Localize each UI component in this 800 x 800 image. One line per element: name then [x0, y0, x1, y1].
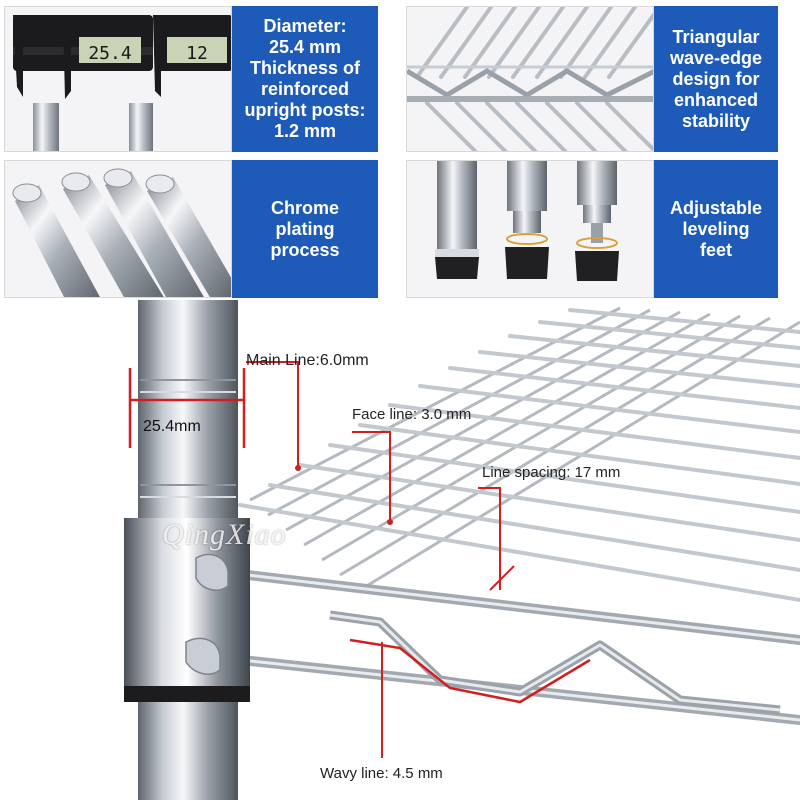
wave-edge-photo [406, 6, 654, 152]
feature-panel-wave-edge: Triangular wave-edge design for enhanced… [406, 6, 778, 152]
feature-label-wave-edge: Triangular wave-edge design for enhanced… [654, 6, 778, 152]
feature-panel-chrome: Chrome plating process [4, 160, 378, 298]
caliper-reading-1: 25.4 [88, 43, 132, 64]
main-line-leader [246, 361, 299, 468]
diameter-bracket [128, 368, 246, 448]
diameter-callout: 25.4mm [143, 418, 201, 435]
feature-label-chrome: Chrome plating process [232, 160, 378, 298]
face-line-callout: Face line: 3.0 mm [352, 406, 472, 423]
line-spacing-tick [489, 565, 515, 591]
line-spacing-callout: Line spacing: 17 mm [482, 464, 621, 481]
feature-label-diameter: Diameter: 25.4 mm Thickness of reinforce… [232, 6, 378, 152]
main-line-callout: Main Line:6.0mm [246, 352, 369, 369]
feature-label-leveling-feet: Adjustable leveling feet [654, 160, 778, 298]
watermark: QingXiao [162, 518, 287, 551]
chrome-tubes-photo [4, 160, 232, 298]
shelf-drawing [124, 300, 800, 800]
face-line-leader [352, 431, 391, 522]
caliper-photo: 25.4 12 [4, 6, 232, 152]
caliper-reading-2: 12 [186, 43, 208, 64]
shelf-detail-illustration: Main Line:6.0mm 25.4mm Face line: 3.0 mm… [0, 300, 800, 800]
line-spacing-leader [478, 487, 501, 590]
wavy-line-callout: Wavy line: 4.5 mm [320, 765, 443, 782]
feature-panel-diameter: 25.4 12 Diameter: 25.4 mm Thickness of r… [4, 6, 378, 152]
leveling-feet-photo [406, 160, 654, 298]
feature-panel-leveling-feet: Adjustable leveling feet [406, 160, 778, 298]
